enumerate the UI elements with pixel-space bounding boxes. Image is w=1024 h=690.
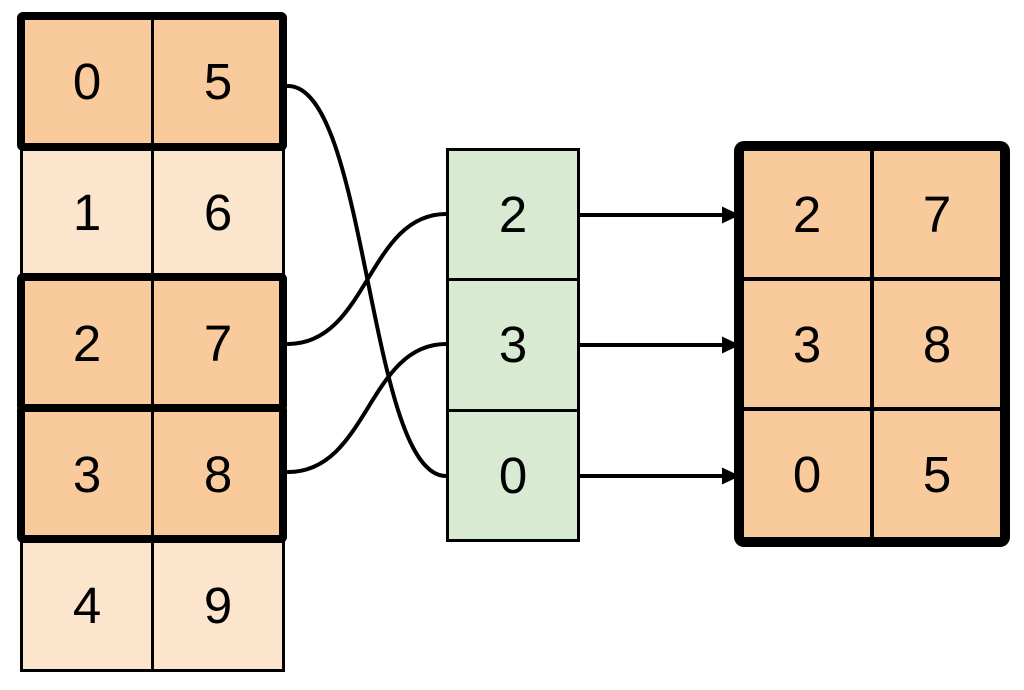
source-cell-r3c0: 3	[23, 410, 151, 538]
source-cell-r1c1: 6	[154, 148, 282, 276]
result-cell-r1c0: 3	[744, 281, 870, 407]
source-table: 0 5 1 6 2 7 3 8 4 9	[20, 14, 285, 672]
source-cell-r0c0: 0	[23, 17, 151, 145]
source-cell-r0c1: 5	[154, 17, 282, 145]
curve-source-row2-to-index-cell0	[286, 212, 448, 346]
source-cell-r2c0: 2	[23, 279, 151, 407]
source-cell-r2c1: 7	[154, 279, 282, 407]
source-cell-r4c1: 9	[154, 541, 282, 669]
result-cell-r0c1: 7	[874, 151, 1000, 277]
result-cell-r2c0: 0	[744, 411, 870, 537]
result-cell-r2c1: 5	[874, 411, 1000, 537]
curve-source-row0-to-index-cell2	[286, 84, 448, 478]
index-cell-0: 2	[449, 151, 577, 279]
index-cell-2: 0	[449, 411, 577, 539]
source-cell-r3c1: 8	[154, 410, 282, 538]
source-cell-r4c0: 4	[23, 541, 151, 669]
source-cell-r1c0: 1	[23, 148, 151, 276]
curve-source-row3-to-index-cell1	[286, 342, 448, 474]
result-cell-r1c1: 8	[874, 281, 1000, 407]
index-column: 2 3 0	[446, 148, 580, 542]
result-table: 2 7 3 8 0 5	[734, 141, 1010, 547]
result-cell-r0c0: 2	[744, 151, 870, 277]
index-cell-1: 3	[449, 281, 577, 409]
